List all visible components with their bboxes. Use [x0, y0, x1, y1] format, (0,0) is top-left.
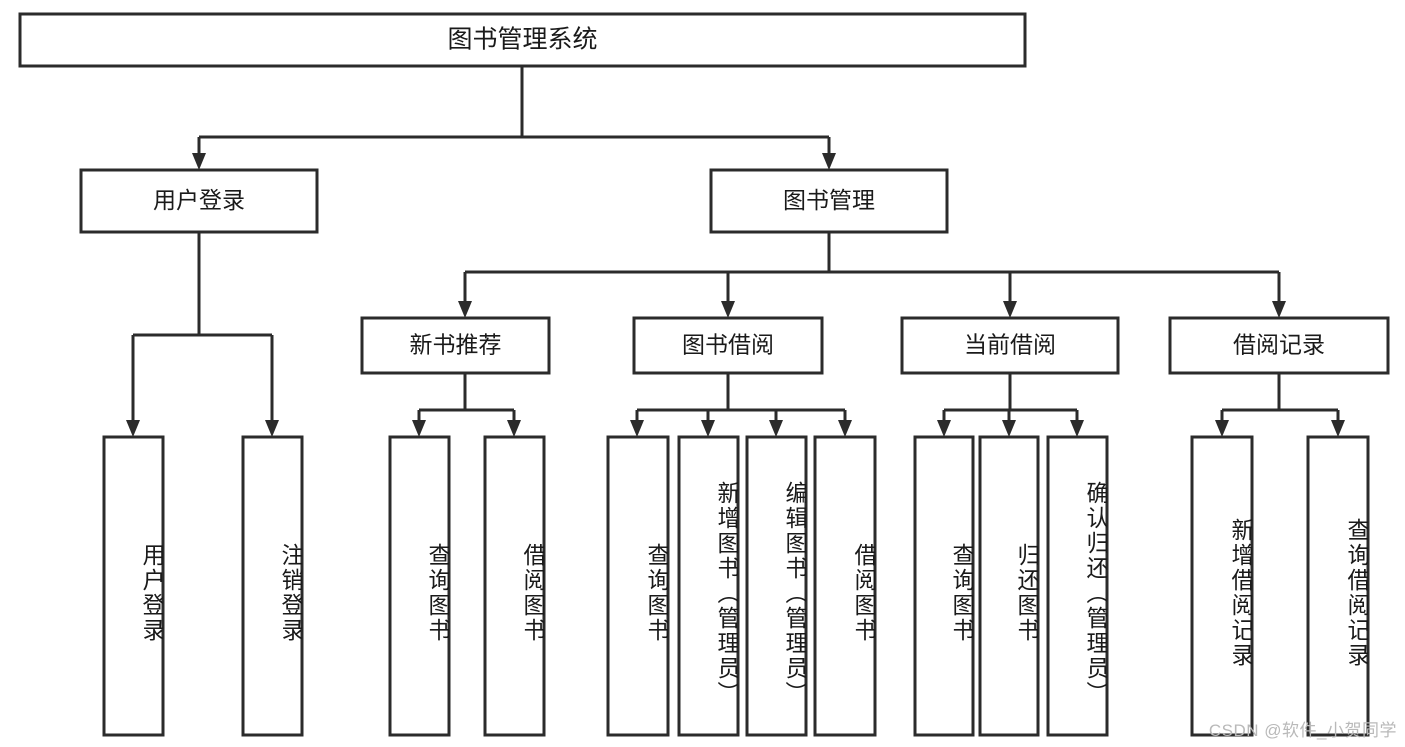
node-box[interactable]	[677, 435, 740, 737]
node-leaf-return-book[interactable]: 归还图书	[978, 435, 1040, 737]
node-label: 查询图书	[425, 543, 449, 643]
node-label: 编辑图书（管理员）	[782, 480, 806, 706]
node-box[interactable]	[606, 435, 670, 737]
node-label: 归还图书	[1014, 543, 1038, 643]
node-label: 查询借阅记录	[1344, 518, 1368, 668]
node-book-borrow[interactable]: 图书借阅	[632, 316, 824, 375]
arrowhead-icon	[412, 420, 426, 437]
arrowhead-icon	[265, 420, 279, 437]
node-label-wrap: 注销登录	[278, 543, 302, 643]
node-leaf-user-login[interactable]: 用户登录	[102, 435, 165, 737]
node-leaf-confirm-return-admin[interactable]: 确认归还（管理员）	[1046, 435, 1109, 737]
node-leaf-edit-book-admin[interactable]: 编辑图书（管理员）	[745, 435, 808, 737]
node-label-wrap: 借阅图书	[520, 543, 544, 643]
node-label: 图书管理	[783, 187, 875, 213]
arrowhead-icon	[192, 153, 206, 170]
node-box[interactable]	[745, 435, 808, 737]
node-box[interactable]	[18, 12, 1027, 68]
arrowhead-icon	[1272, 301, 1286, 318]
node-label: 借阅图书	[851, 543, 875, 643]
node-box[interactable]	[241, 435, 304, 737]
arrowhead-icon	[1331, 420, 1345, 437]
node-leaf-query-book-current[interactable]: 查询图书	[913, 435, 975, 737]
node-leaf-user-logout[interactable]: 注销登录	[241, 435, 304, 737]
node-label-wrap: 借阅图书	[851, 543, 875, 643]
arrowhead-icon	[1070, 420, 1084, 437]
arrowhead-icon	[838, 420, 852, 437]
node-label: 当前借阅	[964, 332, 1056, 358]
node-label-wrap: 用户登录	[139, 543, 163, 643]
node-leaf-borrow-book[interactable]: 借阅图书	[813, 435, 877, 737]
node-current-borrow[interactable]: 当前借阅	[900, 316, 1120, 375]
node-label-wrap: 查询图书	[949, 543, 973, 643]
arrowhead-icon	[1002, 420, 1016, 437]
arrowhead-icon	[937, 420, 951, 437]
arrowhead-icon	[507, 420, 521, 437]
node-box[interactable]	[632, 316, 824, 375]
node-box[interactable]	[1168, 316, 1390, 375]
node-label: 图书管理系统	[447, 26, 597, 54]
arrowhead-icon	[769, 420, 783, 437]
arrowhead-icon	[822, 153, 836, 170]
node-label: 用户登录	[153, 187, 245, 213]
node-label-wrap: 确认归还（管理员）	[1083, 480, 1107, 706]
node-label: 图书借阅	[682, 332, 774, 358]
node-label-wrap: 归还图书	[1014, 543, 1038, 643]
node-label: 借阅图书	[520, 543, 544, 643]
node-label-wrap: 新增图书（管理员）	[714, 480, 738, 706]
node-label: 查询图书	[949, 543, 973, 643]
arrowhead-icon	[630, 420, 644, 437]
node-leaf-query-book-rec[interactable]: 查询图书	[388, 435, 451, 737]
node-label-wrap: 查询图书	[644, 543, 668, 643]
node-label-wrap: 查询借阅记录	[1344, 518, 1368, 668]
node-box[interactable]	[360, 316, 551, 375]
node-box[interactable]	[978, 435, 1040, 737]
node-borrow-record[interactable]: 借阅记录	[1168, 316, 1390, 375]
node-leaf-add-borrow-record[interactable]: 新增借阅记录	[1190, 435, 1254, 737]
arrowhead-icon	[701, 420, 715, 437]
node-user-login[interactable]: 用户登录	[79, 168, 319, 234]
node-label: 用户登录	[139, 543, 163, 643]
node-leaf-add-book-admin[interactable]: 新增图书（管理员）	[677, 435, 740, 737]
node-leaf-borrow-book-rec[interactable]: 借阅图书	[483, 435, 546, 737]
arrowhead-icon	[1003, 301, 1017, 318]
connector-lines	[126, 66, 1345, 437]
node-box[interactable]	[388, 435, 451, 737]
node-box[interactable]	[1190, 435, 1254, 737]
node-book-management[interactable]: 图书管理	[709, 168, 949, 234]
node-leaf-query-borrow-record[interactable]: 查询借阅记录	[1306, 435, 1370, 737]
node-box[interactable]	[1046, 435, 1109, 737]
node-box[interactable]	[900, 316, 1120, 375]
arrowhead-icon	[126, 420, 140, 437]
node-box[interactable]	[1306, 435, 1370, 737]
node-box[interactable]	[483, 435, 546, 737]
node-label-wrap: 编辑图书（管理员）	[782, 480, 806, 706]
node-label-wrap: 新增借阅记录	[1228, 518, 1252, 668]
node-box[interactable]	[102, 435, 165, 737]
node-box[interactable]	[813, 435, 877, 737]
node-leaf-query-book-borrow[interactable]: 查询图书	[606, 435, 670, 737]
node-label: 查询图书	[644, 543, 668, 643]
node-label-wrap: 查询图书	[425, 543, 449, 643]
node-label: 注销登录	[278, 543, 302, 643]
node-label: 新增借阅记录	[1228, 518, 1252, 668]
node-label: 借阅记录	[1233, 332, 1325, 358]
node-label: 确认归还（管理员）	[1083, 480, 1107, 706]
node-box[interactable]	[913, 435, 975, 737]
node-box[interactable]	[709, 168, 949, 234]
arrowhead-icon	[721, 301, 735, 318]
node-boxes: 图书管理系统用户登录图书管理新书推荐图书借阅当前借阅借阅记录用户登录注销登录查询…	[18, 12, 1390, 737]
node-root[interactable]: 图书管理系统	[18, 12, 1027, 68]
node-box[interactable]	[79, 168, 319, 234]
node-new-book-recommend[interactable]: 新书推荐	[360, 316, 551, 375]
node-label: 新增图书（管理员）	[714, 480, 738, 706]
arrowhead-icon	[458, 301, 472, 318]
node-label: 新书推荐	[410, 332, 502, 358]
arrowhead-icon	[1215, 420, 1229, 437]
